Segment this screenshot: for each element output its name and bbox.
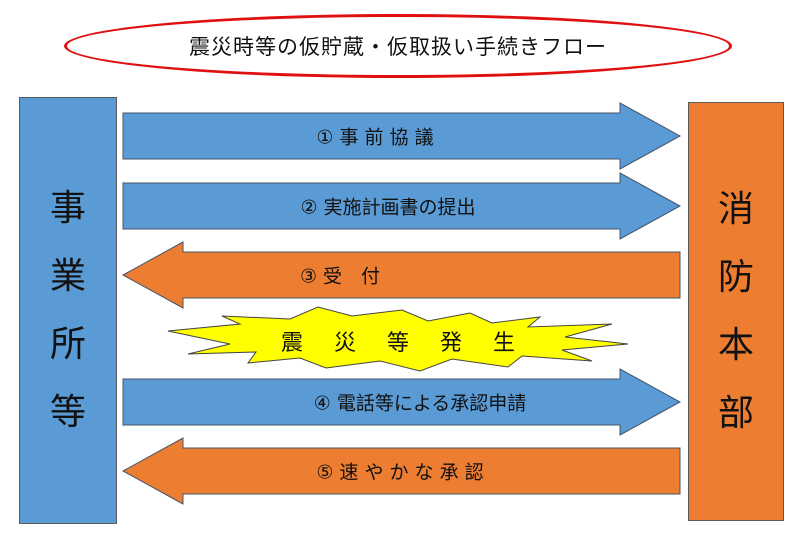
step-4-label: ④ 電話等による承認申請 xyxy=(313,392,527,415)
fire-department-box: 消 防 本 部 xyxy=(688,102,784,521)
step-1-label: ① 事 前 協 議 xyxy=(316,126,434,149)
right-box-char: 防 xyxy=(717,256,754,298)
step-5-label: ⑤ 速 や か な 承 認 xyxy=(316,461,484,484)
step-3-arrow xyxy=(121,241,681,309)
left-box-char: 所 xyxy=(49,323,86,365)
title-oval: 震災時等の仮貯蔵・仮取扱い手続きフロー xyxy=(64,14,732,78)
business-office-box: 事 業 所 等 xyxy=(19,97,117,524)
step-1-arrow xyxy=(122,102,682,170)
step-5-arrow xyxy=(121,437,681,505)
left-box-char: 業 xyxy=(49,255,86,297)
step-4-arrow xyxy=(122,368,682,436)
earthquake-burst xyxy=(167,306,629,372)
page-title: 震災時等の仮貯蔵・仮取扱い手続きフロー xyxy=(189,35,607,59)
right-box-char: 部 xyxy=(717,392,754,434)
step-2-label: ② 実施計画書の提出 xyxy=(300,196,476,219)
step-3-label: ③ 受 付 xyxy=(299,265,381,288)
step-2-arrow xyxy=(122,172,682,240)
left-box-char: 事 xyxy=(49,187,86,229)
right-box-char: 本 xyxy=(717,324,754,366)
earthquake-label: 震 災 等 発 生 xyxy=(281,331,527,356)
left-box-char: 等 xyxy=(49,391,86,433)
right-box-char: 消 xyxy=(717,188,754,230)
